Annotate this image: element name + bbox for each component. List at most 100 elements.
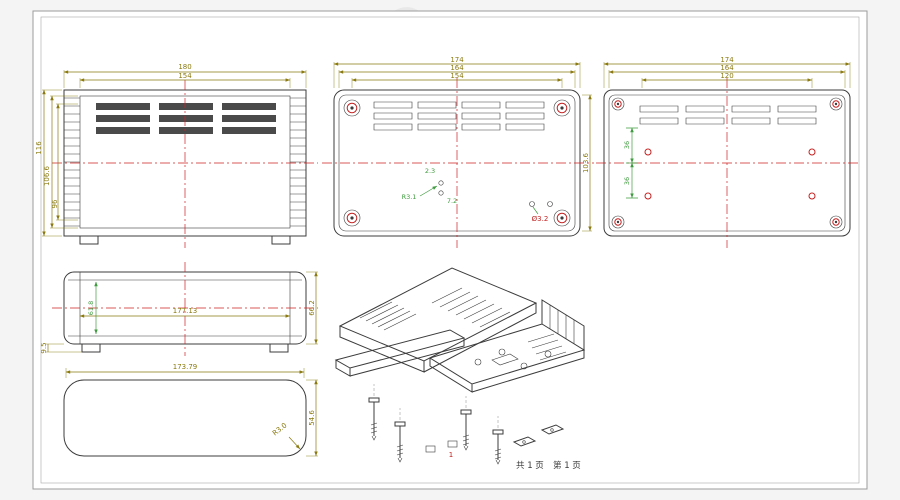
back-centerlines xyxy=(596,78,858,248)
balloon-number: 1 xyxy=(449,451,453,459)
view-front: 177.13 61.8 66.2 9.5 xyxy=(40,262,318,356)
bracket-hole xyxy=(550,428,554,432)
screw-4 xyxy=(492,429,504,465)
iso-front-panel xyxy=(334,329,466,377)
mount-hole xyxy=(644,192,652,200)
bottom-dim-radius: R3.1 xyxy=(402,193,417,201)
bottom-dim-hole: Ø3.2 xyxy=(532,215,549,223)
view-isometric: 1 xyxy=(334,267,586,465)
foot-part xyxy=(447,440,458,448)
bottom-dim-height: 103.6 xyxy=(582,152,590,173)
view-bottom: 174 164 154 103.6 2.3 R3.1 7.2 Ø3.2 xyxy=(322,56,594,248)
bottom-corner-screws xyxy=(343,99,571,227)
base-hole xyxy=(498,348,506,356)
back-dim-w1: 174 xyxy=(720,56,734,64)
screw-boss xyxy=(343,99,361,117)
view-side: 180 154 116 106.6 96 xyxy=(35,63,318,248)
front-dim-inner-w: 177.13 xyxy=(173,307,198,315)
side-fins-right xyxy=(290,97,306,227)
back-extension-lines xyxy=(603,62,851,88)
front-foot-left xyxy=(81,343,101,353)
iso-brackets xyxy=(512,424,565,447)
back-dim-s2: 36 xyxy=(623,177,631,185)
screw xyxy=(611,215,625,229)
bottom-dim-offset: 7.2 xyxy=(447,197,457,205)
bottom-dim-w2: 164 xyxy=(450,64,464,72)
back-mount-holes xyxy=(644,148,816,200)
cover-body xyxy=(338,267,538,373)
foot-part xyxy=(425,445,436,453)
iso-screws xyxy=(368,384,504,465)
cover-louver-lines xyxy=(359,301,417,331)
side-fins-left xyxy=(64,97,80,227)
back-dim-w3: 120 xyxy=(720,72,733,80)
screw xyxy=(829,97,843,111)
base-hole xyxy=(474,358,482,366)
front-foot-right xyxy=(269,343,289,353)
side-dim-height-inner: 96 xyxy=(51,199,59,208)
bottom-dim-w1: 174 xyxy=(450,56,464,64)
footer-page-current: 第 1 页 xyxy=(553,460,581,471)
bottom-radius-leader xyxy=(419,185,438,197)
panel-dim-h: 54.6 xyxy=(308,410,316,426)
back-dim-s1: 36 xyxy=(623,141,631,149)
base-cutout xyxy=(491,353,519,366)
base-vent-lines xyxy=(527,333,567,361)
bottom-center-hole xyxy=(438,190,444,196)
screw-1 xyxy=(368,397,380,441)
sheet-frame xyxy=(32,10,868,490)
view-panel: 173.79 54.6 R3.0 xyxy=(63,363,318,457)
bracket-hole xyxy=(522,440,526,444)
bottom-extension-lines xyxy=(333,62,592,232)
footer-page-total: 共 1 页 xyxy=(516,461,544,471)
screw-boss xyxy=(553,99,571,117)
front-dim-inner-h: 61.8 xyxy=(87,301,95,315)
view-back: 174 164 120 36 36 xyxy=(596,56,858,248)
cover-vent-lines xyxy=(431,287,511,328)
panel-outline xyxy=(63,379,307,457)
front-dim-h: 66.2 xyxy=(308,300,316,316)
side-dim-height-outer: 116 xyxy=(35,141,43,155)
side-foot-left xyxy=(79,235,99,245)
base-hole xyxy=(520,362,528,370)
screw xyxy=(829,215,843,229)
base-hole xyxy=(544,350,552,358)
sheet-outer-border xyxy=(32,10,868,490)
panel-corner-leader xyxy=(288,436,301,450)
front-panel-body xyxy=(334,329,466,377)
side-foot-right xyxy=(271,235,291,245)
side-dim-height-mid: 106.6 xyxy=(43,165,51,186)
bottom-center-hole xyxy=(438,180,444,186)
bottom-right-hole xyxy=(529,201,535,207)
screw-boss xyxy=(343,209,361,227)
bottom-dim-pitch: 2.3 xyxy=(425,167,435,175)
bracket xyxy=(540,424,565,435)
mount-hole xyxy=(644,148,652,156)
side-vent-slots xyxy=(96,103,276,134)
bottom-vent-slots xyxy=(373,101,545,131)
side-extension-lines xyxy=(42,70,307,237)
panel-dim-w: 173.79 xyxy=(173,363,198,371)
back-corner-screws xyxy=(611,97,843,229)
base-body xyxy=(428,299,586,393)
screw-boss xyxy=(553,209,571,227)
side-dim-width-inner: 154 xyxy=(178,72,192,80)
rear-wall-hatch xyxy=(549,305,575,344)
bottom-right-hole xyxy=(547,201,553,207)
bottom-dim-w3: 154 xyxy=(450,72,464,80)
assembly-axes xyxy=(373,384,499,428)
screw-3 xyxy=(460,409,472,451)
side-dim-width-outer: 180 xyxy=(178,63,191,71)
side-centerlines xyxy=(52,80,318,248)
back-dim-w2: 164 xyxy=(720,64,734,72)
iso-chassis-base xyxy=(428,299,586,393)
mount-hole xyxy=(808,148,816,156)
screw-2 xyxy=(394,421,406,463)
bracket xyxy=(512,436,537,447)
front-dim-foot: 9.5 xyxy=(40,342,48,353)
bottom-centerlines xyxy=(322,78,594,248)
bottom-hole-leader xyxy=(532,206,539,215)
front-extension-lines xyxy=(46,271,318,353)
